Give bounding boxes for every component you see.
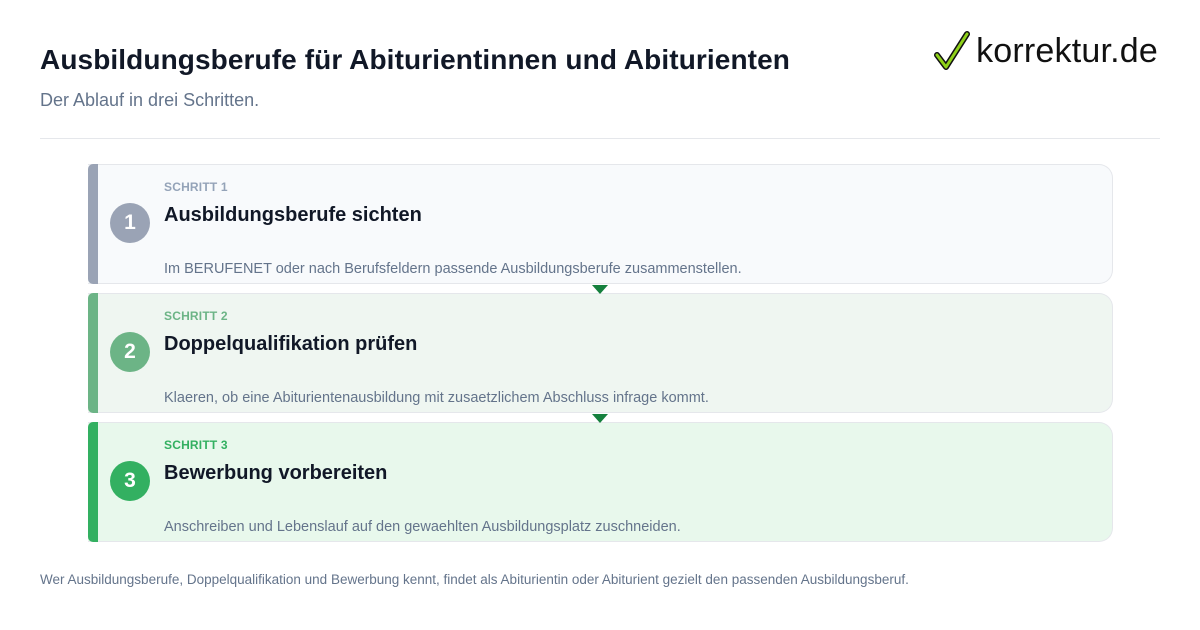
step-title: Ausbildungsberufe sichten	[164, 204, 422, 226]
arrow-down-icon	[592, 285, 608, 294]
page-subtitle: Der Ablauf in drei Schritten.	[40, 90, 260, 110]
step-description: Im BERUFENET oder nach Berufsfeldern pas…	[164, 261, 742, 277]
step-accent-bar	[88, 293, 98, 413]
step-accent-bar	[88, 164, 98, 284]
step-card-3: 3 SCHRITT 3 Bewerbung vorbereiten Anschr…	[88, 422, 1113, 542]
step-description: Klaeren, ob eine Abiturientenausbildung …	[164, 390, 709, 406]
header: Ausbildungsberufe für Abiturientinnen un…	[40, 44, 1160, 111]
step-card-1: 1 SCHRITT 1 Ausbildungsberufe sichten Im…	[88, 164, 1113, 294]
step-number-badge: 3	[110, 461, 150, 501]
step-label: SCHRITT 1	[164, 180, 228, 194]
page-title: Ausbildungsberufe für Abiturientinnen un…	[40, 44, 790, 75]
steps-list: 1 SCHRITT 1 Ausbildungsberufe sichten Im…	[88, 164, 1113, 551]
arrow-down-icon	[592, 414, 608, 423]
brand-logo[interactable]: korrektur.de	[934, 30, 1158, 72]
step-title: Doppelqualifikation prüfen	[164, 333, 418, 355]
step-accent-bar	[88, 422, 98, 542]
step-label: SCHRITT 3	[164, 438, 228, 452]
step-label: SCHRITT 2	[164, 309, 228, 323]
step-number-badge: 1	[110, 203, 150, 243]
check-mark-icon	[934, 31, 971, 70]
step-title: Bewerbung vorbereiten	[164, 462, 388, 484]
step-card-2: 2 SCHRITT 2 Doppelqualifikation prüfen K…	[88, 293, 1113, 423]
step-description: Anschreiben und Lebenslauf auf den gewae…	[164, 519, 681, 535]
footer-note: Wer Ausbildungsberufe, Doppelqualifikati…	[40, 572, 909, 587]
logo-text: korrektur.de	[976, 31, 1158, 70]
header-divider	[40, 138, 1160, 139]
step-number-badge: 2	[110, 332, 150, 372]
